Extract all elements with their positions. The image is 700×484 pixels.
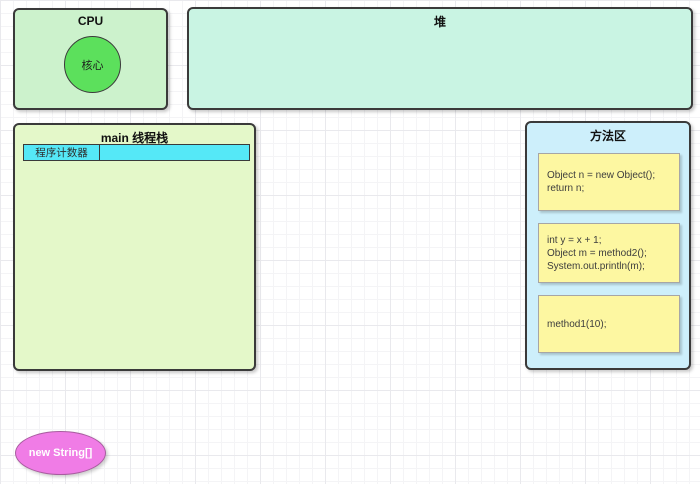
code-frame-main[interactable]: method1(10); [538, 295, 680, 353]
code-line: Object n = new Object(); [547, 170, 656, 181]
code-line: return n; [547, 183, 585, 194]
program-counter-bar[interactable]: 程序计数器 [23, 144, 250, 161]
program-counter-label: 程序计数器 [24, 145, 100, 160]
code-line: method1(10); [547, 318, 607, 330]
new-string-ellipse[interactable]: new String[] [15, 431, 106, 475]
code-line: System.out.println(m); [547, 260, 645, 272]
new-string-label: new String[] [28, 447, 93, 459]
heap-title: 堆 [433, 15, 446, 29]
main-thread-stack-box[interactable]: main 线程栈 程序计数器 [13, 123, 256, 371]
method-area-box[interactable]: 方法区 Object n = new Object(); return n; i… [525, 121, 691, 370]
cpu-core-label: 核心 [81, 59, 104, 72]
cpu-core-circle[interactable]: 核心 [64, 36, 121, 93]
method-area-title: 方法区 [589, 129, 626, 143]
cpu-box[interactable]: CPU 核心 [13, 8, 168, 110]
program-counter-value [100, 145, 249, 160]
code-line: int y = x + 1; [547, 234, 602, 246]
cpu-title: CPU [77, 14, 104, 28]
code-frame-method1[interactable]: int y = x + 1; Object m = method2(); Sys… [538, 223, 680, 283]
code-frame-method2[interactable]: Object n = new Object(); return n; [538, 153, 680, 211]
code-line: Object m = method2(); [547, 247, 647, 259]
heap-box[interactable]: 堆 [187, 7, 693, 110]
